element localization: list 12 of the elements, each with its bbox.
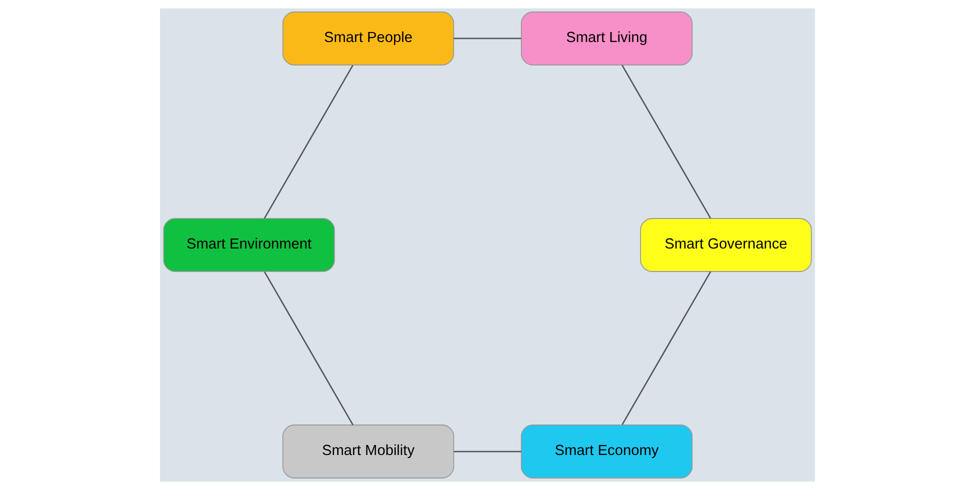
node-box: Smart Living xyxy=(520,12,692,66)
connector xyxy=(453,38,521,40)
connector xyxy=(621,271,711,426)
connector xyxy=(263,64,353,219)
connector xyxy=(263,271,354,426)
node-box: Smart People xyxy=(282,12,454,66)
node-box: Smart Environment xyxy=(162,218,334,272)
node-box: Smart Governance xyxy=(640,218,812,272)
node-box: Smart Economy xyxy=(520,424,692,478)
connector xyxy=(620,64,711,219)
connector xyxy=(453,450,521,452)
node-box: Smart Mobility xyxy=(282,424,454,478)
